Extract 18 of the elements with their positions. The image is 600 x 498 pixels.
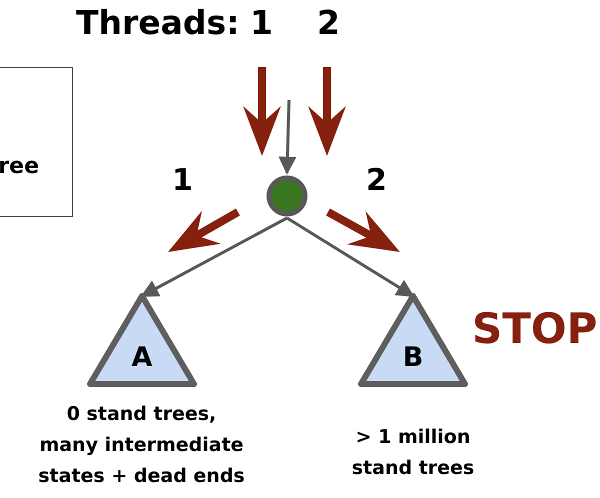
thread-number: 1 bbox=[172, 166, 193, 196]
state-circle bbox=[266, 175, 308, 217]
box-text: ree bbox=[0, 156, 39, 178]
thread-number: 2 bbox=[317, 6, 340, 39]
process-box bbox=[0, 67, 73, 217]
arrow bbox=[286, 216, 415, 298]
stop-text: STOP bbox=[472, 308, 598, 350]
arrow bbox=[278, 100, 296, 175]
heading-text: Threads: bbox=[76, 6, 240, 39]
thread-number: 2 bbox=[366, 166, 387, 196]
caption-text: > 1 million stand trees bbox=[350, 425, 476, 481]
tree-triangle bbox=[86, 292, 198, 388]
tree-label: B bbox=[402, 344, 424, 371]
tree-triangle bbox=[357, 292, 469, 388]
thread-number: 1 bbox=[250, 6, 273, 39]
tree-label: A bbox=[130, 344, 154, 371]
caption-text: 0 stand trees, many intermediate states + dead ends bbox=[37, 402, 246, 489]
arrow bbox=[140, 216, 288, 298]
